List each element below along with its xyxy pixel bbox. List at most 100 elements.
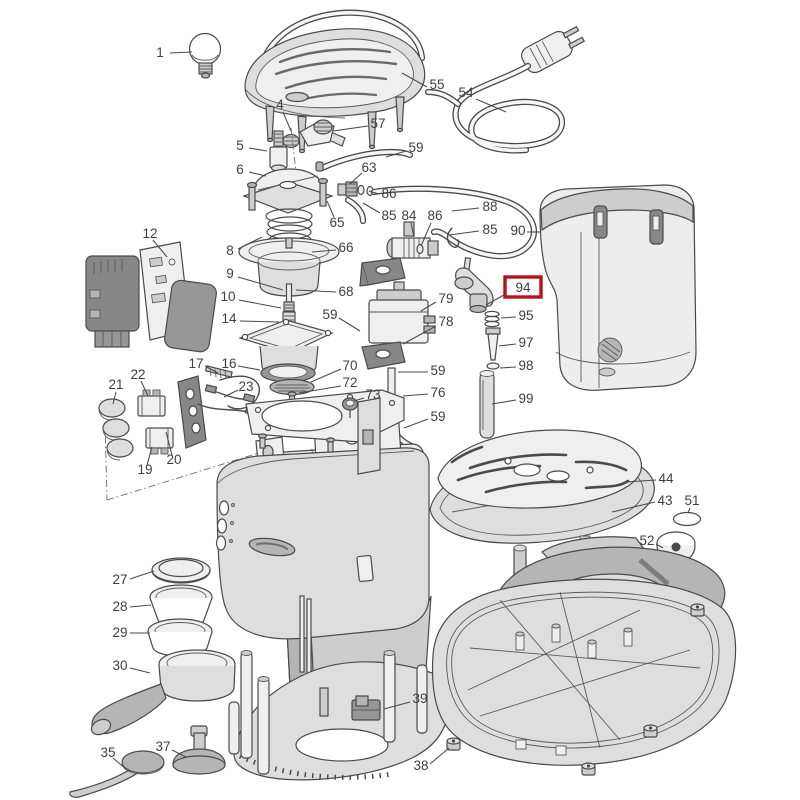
part-labels: 1 55 54 4 57 5 59 6 63 86 65 85 84 86 88… <box>100 45 699 773</box>
steam-valve-84 <box>386 221 439 259</box>
part-label-84: 84 <box>401 208 417 223</box>
hose-loop-88 <box>370 185 538 260</box>
part-label-73: 73 <box>365 387 380 402</box>
part-label-57: 57 <box>370 116 385 131</box>
ring-27 <box>151 557 211 584</box>
part-label-97: 97 <box>518 335 533 350</box>
spring-95 <box>484 310 500 328</box>
part-label-22: 22 <box>130 367 145 382</box>
screw-17 <box>204 365 233 380</box>
water-tank <box>539 184 697 391</box>
screw-73 <box>341 397 359 418</box>
part-label-43: 43 <box>657 493 672 508</box>
part-label-98: 98 <box>518 358 533 373</box>
leader-lines <box>112 51 691 770</box>
part-label-72: 72 <box>342 375 357 390</box>
part-label-30: 30 <box>112 658 127 673</box>
measuring-scoop <box>69 750 165 798</box>
drip-grid-44 <box>437 429 642 509</box>
part-label-99: 99 <box>518 391 533 406</box>
part-label-37: 37 <box>155 739 170 754</box>
part-label-4: 4 <box>276 97 284 112</box>
brand-badge <box>248 537 296 557</box>
plate-screws <box>257 433 336 453</box>
part-label-5: 5 <box>236 138 244 153</box>
part-label-68: 68 <box>338 284 353 299</box>
switch-bracket-20 <box>177 375 207 449</box>
part-label-23: 23 <box>238 379 253 394</box>
power-board-module <box>85 241 217 353</box>
o-ring-51 <box>672 511 702 527</box>
brew-group-casting <box>238 318 334 404</box>
part-label-6: 6 <box>236 162 244 177</box>
part-label-70: 70 <box>342 358 357 373</box>
power-cord <box>424 25 586 154</box>
part-label-88: 88 <box>482 199 497 214</box>
side-button-holes <box>215 500 235 551</box>
pump-bracket-lower <box>361 341 406 370</box>
switch-22 <box>137 389 166 417</box>
boiler-bolt-right <box>317 177 329 207</box>
part-label-59: 59 <box>408 140 423 155</box>
part-label-85b: 85 <box>482 222 497 237</box>
part-label-16: 16 <box>221 356 236 371</box>
part-label-38: 38 <box>413 758 428 773</box>
shell-posts <box>515 623 633 659</box>
part-label-20: 20 <box>166 452 181 467</box>
part-label-76: 76 <box>430 385 445 400</box>
part-label-55: 55 <box>429 77 444 92</box>
part-label-59b: 59 <box>322 307 337 322</box>
boiler-bolt-left <box>246 181 258 211</box>
hose-top <box>315 148 414 172</box>
portafilter-stack <box>90 557 236 736</box>
part-label-10: 10 <box>220 289 235 304</box>
fitting-63-86 <box>337 181 374 197</box>
boiler-bottom <box>238 237 340 297</box>
main-body-shell <box>215 409 430 640</box>
part-label-52: 52 <box>639 533 654 548</box>
portafilter-30 <box>90 649 236 736</box>
pump-79 <box>368 281 436 344</box>
part-label-95: 95 <box>518 308 533 323</box>
part-label-86: 86 <box>381 186 396 201</box>
indicator-lamp <box>188 32 222 79</box>
part-label-21: 21 <box>108 377 123 392</box>
part-label-14: 14 <box>221 311 237 326</box>
part-label-86b: 86 <box>427 208 442 223</box>
part-label-59c: 59 <box>430 363 445 378</box>
part-label-1: 1 <box>156 45 164 60</box>
part-label-85: 85 <box>381 208 396 223</box>
part-label-90: 90 <box>510 223 525 238</box>
part-label-63: 63 <box>361 160 376 175</box>
rubber-feet <box>446 603 705 776</box>
tube-99 <box>479 370 495 439</box>
injector-97 <box>485 327 501 361</box>
part-label-17: 17 <box>188 356 203 371</box>
portafilter-handle <box>91 683 167 735</box>
board-cover <box>164 279 217 353</box>
boiler-top <box>242 168 334 214</box>
part-label-8: 8 <box>226 243 234 258</box>
part-label-39: 39 <box>412 691 427 706</box>
safety-valve-group <box>269 119 346 181</box>
part-label-51: 51 <box>684 493 699 508</box>
part-label-44: 44 <box>658 471 674 486</box>
part-label-54: 54 <box>458 85 474 100</box>
part-label-59d: 59 <box>430 409 445 424</box>
part-label-29: 29 <box>112 625 127 640</box>
brew-head-plate <box>245 389 405 475</box>
part-label-65: 65 <box>329 215 344 230</box>
pump-bracket-upper <box>359 257 406 287</box>
ring-98 <box>486 362 500 370</box>
tray-legs <box>265 96 405 154</box>
top-cup-tray <box>244 9 426 154</box>
base-pillars <box>228 650 428 775</box>
part-label-66: 66 <box>338 240 353 255</box>
part-label-35: 35 <box>100 745 115 760</box>
hose-85 <box>344 196 367 225</box>
bracket-57 <box>299 119 346 147</box>
button-caps-21 <box>98 398 134 461</box>
body-seam-plate <box>356 554 374 583</box>
